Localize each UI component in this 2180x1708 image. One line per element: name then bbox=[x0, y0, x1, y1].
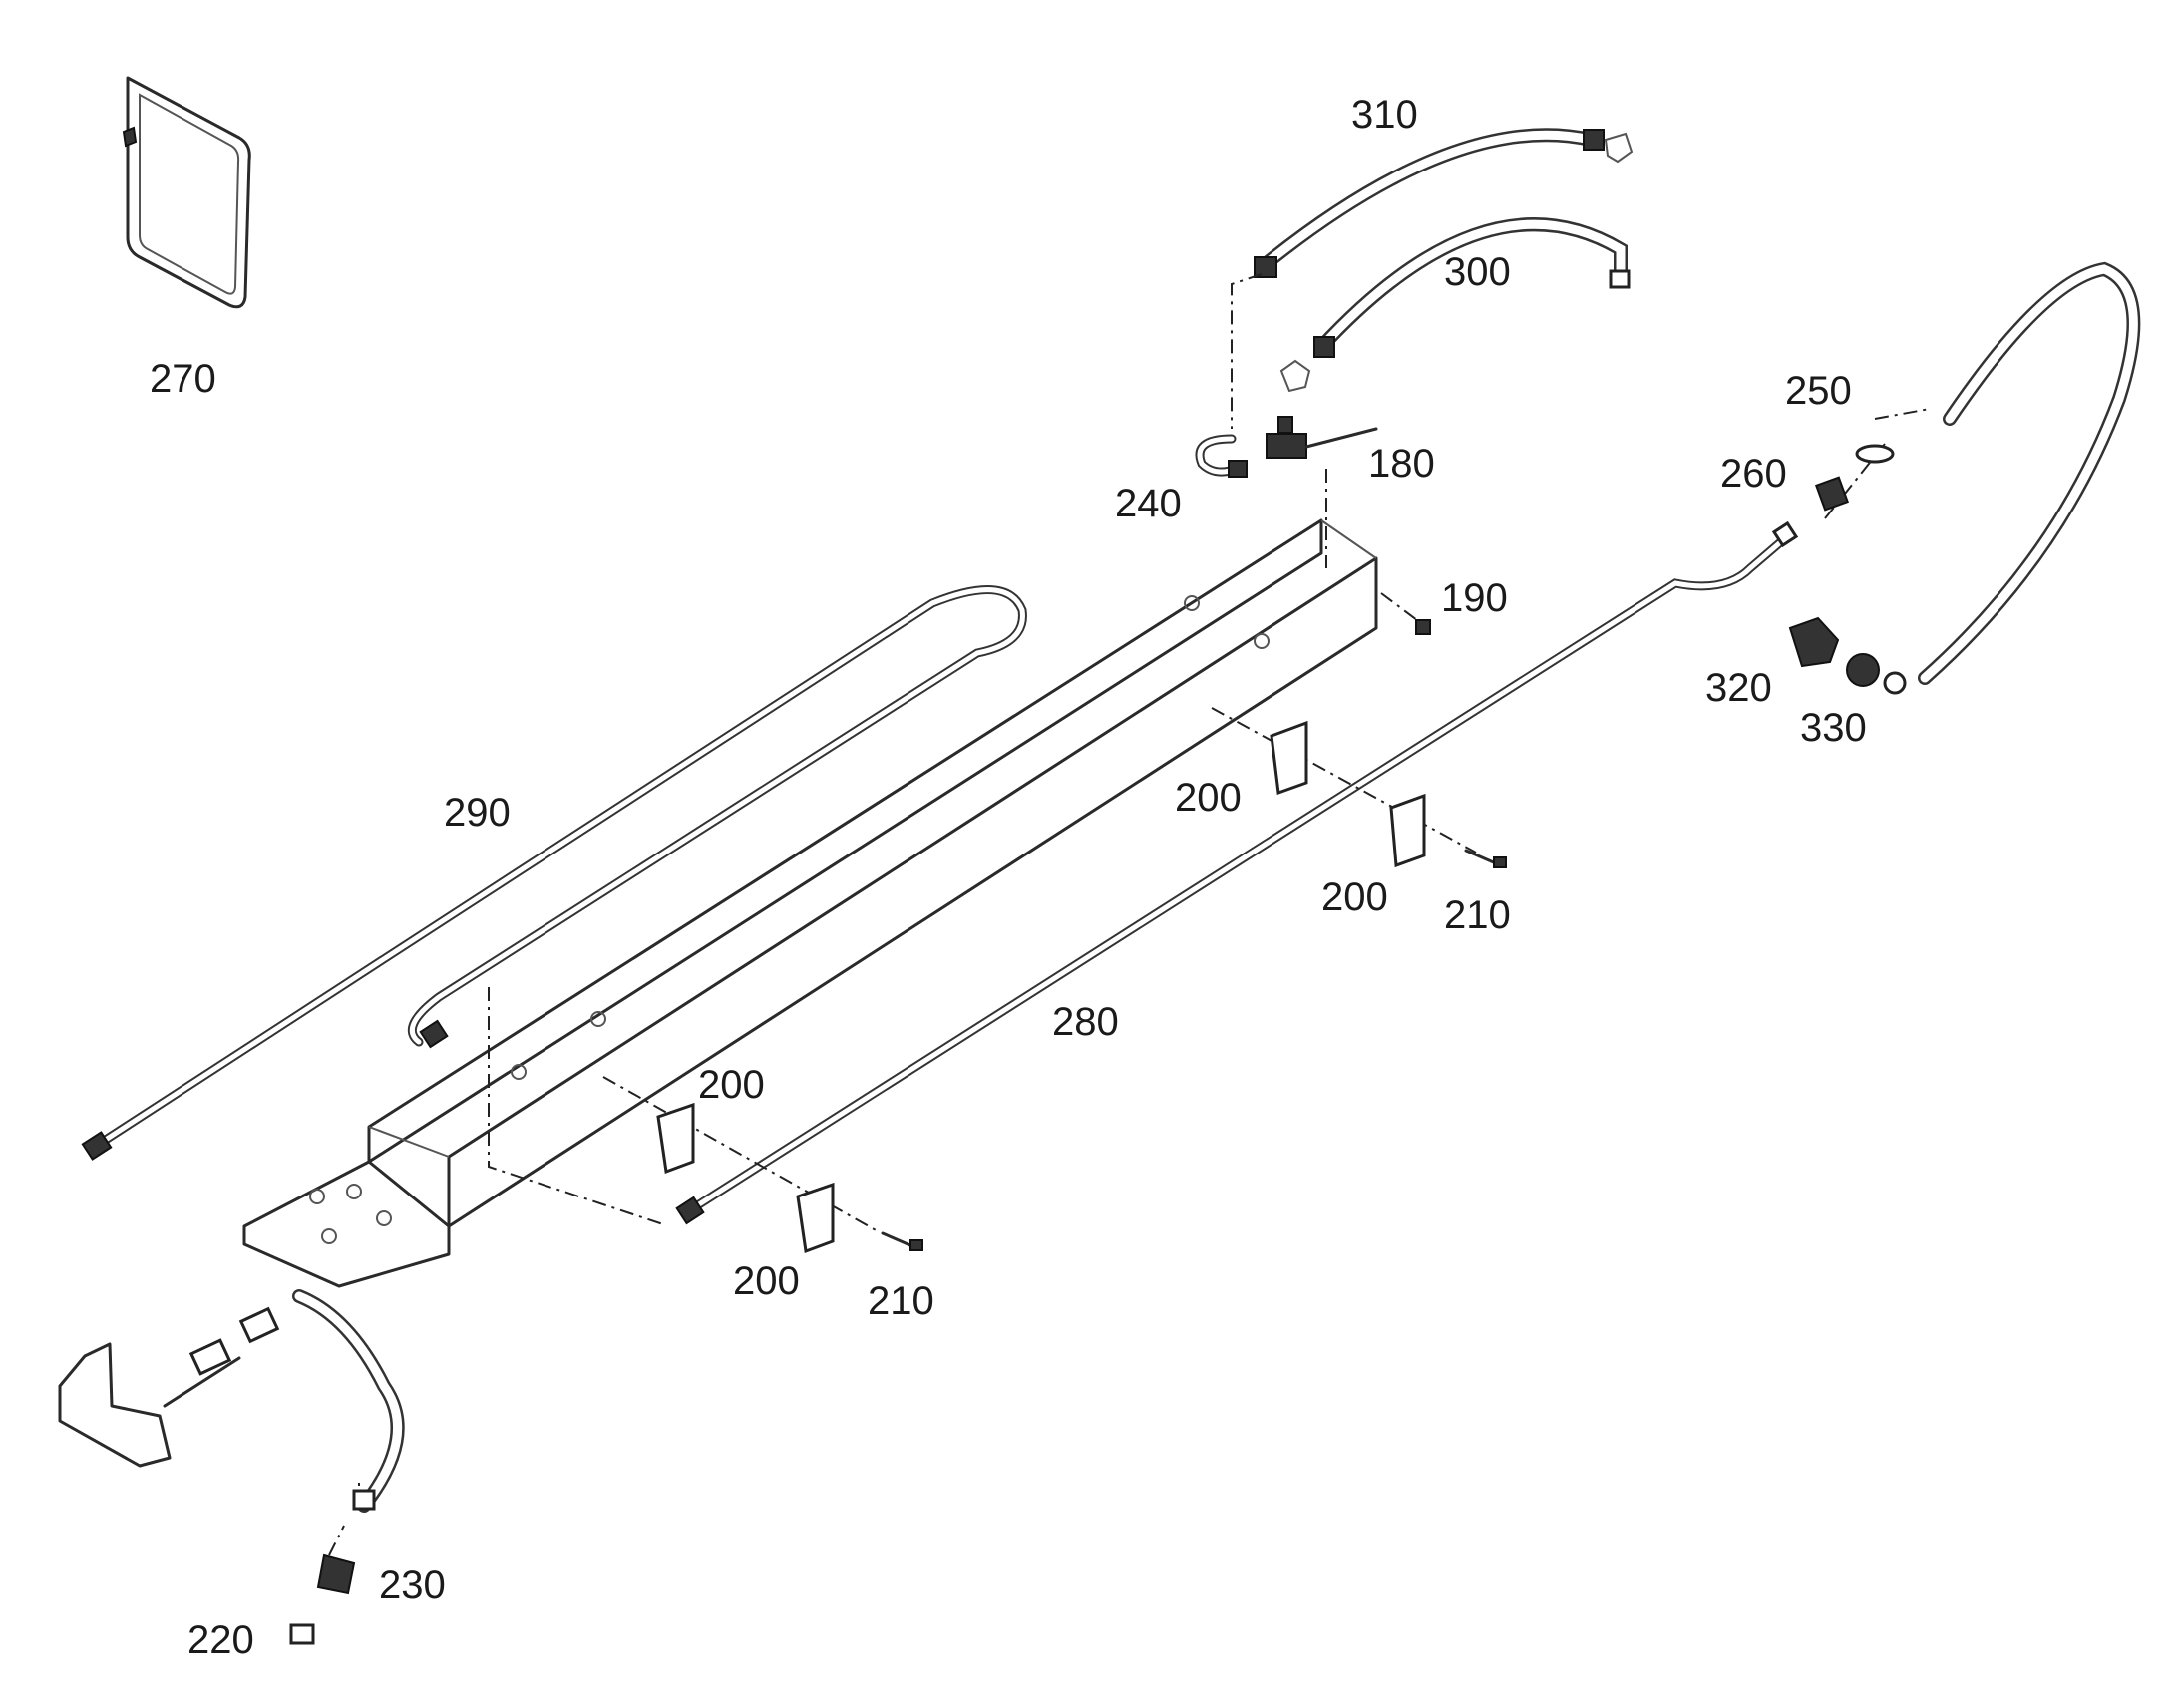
callout-190: 190 bbox=[1441, 576, 1508, 620]
part-310-hose bbox=[1254, 128, 1634, 278]
clamps-200 bbox=[656, 720, 1426, 1254]
callout-260: 260 bbox=[1720, 452, 1787, 496]
mounting-rail bbox=[242, 518, 1378, 1288]
part-280-long-pipe bbox=[675, 520, 1799, 1225]
callout-320: 320 bbox=[1705, 666, 1772, 710]
callout-300: 300 bbox=[1444, 250, 1511, 294]
callout-230: 230 bbox=[379, 1563, 446, 1607]
callout-250: 250 bbox=[1785, 369, 1852, 413]
callout-210-lower: 210 bbox=[868, 1279, 934, 1323]
lower-left-assembly bbox=[58, 1289, 405, 1645]
callout-330: 330 bbox=[1800, 706, 1867, 750]
callout-290: 290 bbox=[444, 791, 511, 835]
part-270-gasket bbox=[122, 76, 251, 309]
callout-280: 280 bbox=[1052, 1000, 1119, 1044]
callout-310: 310 bbox=[1351, 93, 1418, 137]
part-190-bolt bbox=[1415, 619, 1431, 635]
callout-270: 270 bbox=[150, 357, 216, 401]
callout-220: 220 bbox=[187, 1618, 254, 1662]
part-240-180-valve bbox=[1195, 416, 1378, 478]
callout-200-lower-right: 200 bbox=[733, 1259, 800, 1303]
callout-200-lower-left: 200 bbox=[698, 1063, 765, 1107]
callout-240: 240 bbox=[1115, 482, 1182, 525]
callout-200-upper-right: 200 bbox=[1321, 875, 1388, 919]
callout-210-upper: 210 bbox=[1444, 893, 1511, 937]
callout-200-upper-left: 200 bbox=[1175, 776, 1242, 820]
right-side-assembly bbox=[1788, 261, 2141, 695]
bolts-210 bbox=[881, 849, 1507, 1251]
part-290-u-tube bbox=[81, 585, 1027, 1161]
callout-180: 180 bbox=[1368, 442, 1435, 486]
part-300-hose bbox=[1279, 217, 1631, 393]
